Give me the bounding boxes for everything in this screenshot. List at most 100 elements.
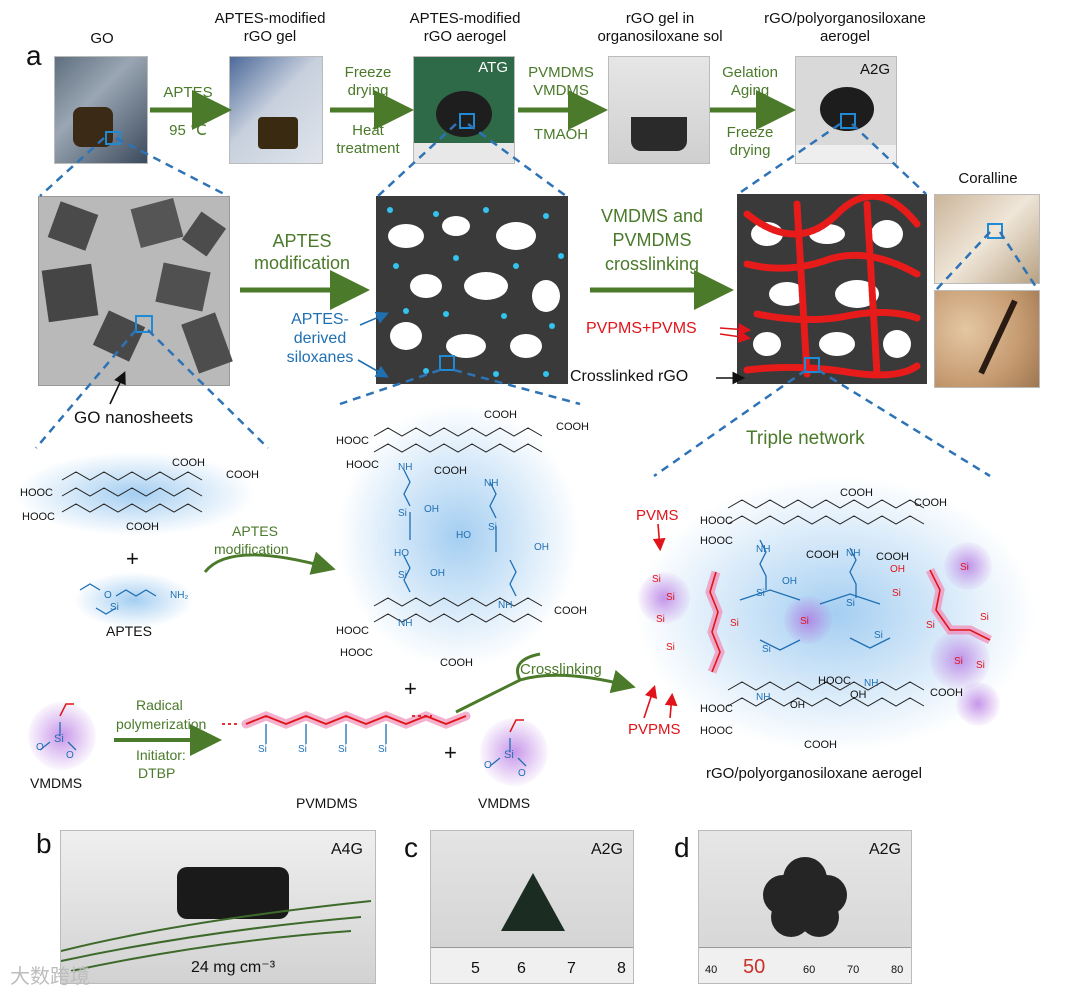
arrow-label-tmaoh: TMAOH [533,126,589,143]
photo-c-triangle: A2G 5 6 7 8 [430,830,634,984]
svg-text:COOH: COOH [554,605,587,617]
pvmdms-chain: Si Si Si Si PVMDMS [222,711,471,811]
svg-text:NH: NH [398,462,412,473]
svg-text:OH: OH [782,576,797,587]
svg-text:Si: Si [980,612,989,623]
photo-coralline [934,194,1040,284]
sem-go-nanosheets [38,196,233,386]
svg-text:modification: modification [214,541,289,557]
svg-text:DTBP: DTBP [138,765,175,781]
panel-label-d: d [674,832,690,863]
svg-text:HOOC: HOOC [346,459,379,471]
svg-text:OH: OH [850,689,867,701]
svg-text:Si: Si [666,592,675,603]
svg-text:Si: Si [666,642,675,653]
photo-aptes-gel [229,56,323,164]
label-a2g-c: A2G [590,841,623,858]
vmdms-molecule-right: Si O O VMDMS [478,718,548,811]
svg-text:O: O [104,590,112,601]
label-a2g-top: A2G [859,61,890,78]
label-crosslinked-rgo: Crosslinked rGO [570,368,689,385]
crosslinking-arrow: Crosslinking [455,652,636,714]
svg-text:HO: HO [456,530,471,541]
svg-text:OH: OH [430,568,445,579]
svg-text:Crosslinking: Crosslinking [520,661,602,678]
svg-text:COOH: COOH [126,521,159,533]
svg-text:Si: Si [504,749,514,761]
svg-text:APTES: APTES [106,623,152,639]
svg-text:HOOC: HOOC [22,511,55,523]
svg-text:Si: Si [874,630,883,641]
svg-text:HOOC: HOOC [700,725,733,737]
svg-text:O: O [518,768,526,779]
svg-text:PVMS: PVMS [636,507,679,524]
svg-text:COOH: COOH [434,465,467,477]
ruler-c: 5 6 7 8 [431,947,633,983]
plus-go-aptes: + [126,546,139,571]
sem-crosslinked-pores [743,192,921,379]
svg-text:PVPMS: PVPMS [628,721,681,738]
svg-text:O: O [66,750,74,761]
label-atg: ATG [478,59,508,76]
svg-text:COOH: COOH [226,469,259,481]
svg-text:HOOC: HOOC [700,535,733,547]
svg-text:Si: Si [110,602,119,613]
caption-go: GO [90,30,114,47]
label-triple-network: Triple network [746,428,865,449]
sem-crosslinked-rgo [737,192,927,384]
svg-text:HO: HO [394,548,409,559]
svg-text:COOH: COOH [914,497,947,509]
svg-text:COOH: COOH [172,457,205,469]
svg-text:O: O [484,760,492,771]
plus-bottom: + [444,740,457,765]
svg-text:COOH: COOH [804,739,837,751]
svg-text:Si: Si [488,522,497,533]
svg-text:COOH: COOH [440,657,473,669]
svg-text:Si: Si [338,744,347,755]
svg-text:Si: Si [730,618,739,629]
svg-text:Si: Si [756,588,765,599]
svg-text:Si: Si [960,562,969,573]
wheat-awns [61,900,372,972]
svg-text:NH: NH [484,478,498,489]
label-pvpms-pvms: PVPMS+PVMS [586,320,697,337]
sem-aptes-rgo [376,196,568,384]
svg-text:Si: Si [976,660,985,671]
svg-text:polymerization: polymerization [116,716,206,732]
aptes-molecule: O Si NH₂ APTES [74,572,194,639]
pvpms-callout: PVPMS [628,684,681,738]
svg-text:VMDMS: VMDMS [30,775,82,791]
label-go-nanosheets: GO nanosheets [74,408,194,427]
svg-text:HOOC: HOOC [700,703,733,715]
svg-text:Si: Si [892,588,901,599]
svg-text:Si: Si [846,598,855,609]
aptes-modified-structure: COOH COOH HOOC HOOC COOH NH NH Si OH Si … [336,404,589,669]
svg-text:HOOC: HOOC [336,435,369,447]
merge-arrow-aptes: APTES modification [203,523,336,575]
svg-text:HOOC: HOOC [20,487,53,499]
svg-text:Si: Si [800,616,809,627]
svg-text:Si: Si [398,570,407,581]
svg-text:Si: Si [378,744,387,755]
caption-coralline: Coralline [958,170,1018,187]
vmdms-molecule-left: Si O O VMDMS [28,702,96,791]
svg-text:NH: NH [398,618,412,629]
svg-text:Si: Si [762,644,771,655]
svg-text:HOOC: HOOC [336,625,369,637]
photo-a2g-aerogel: A2G [795,56,897,164]
svg-text:O: O [36,742,44,753]
svg-text:Si: Si [954,656,963,667]
label-density: 24 mg cm⁻³ [191,959,276,976]
photo-d-flower: A2G 40 50 60 70 80 [698,830,912,984]
svg-text:VMDMS: VMDMS [478,795,530,811]
svg-text:COOH: COOH [876,551,909,563]
svg-text:Si: Si [656,614,665,625]
